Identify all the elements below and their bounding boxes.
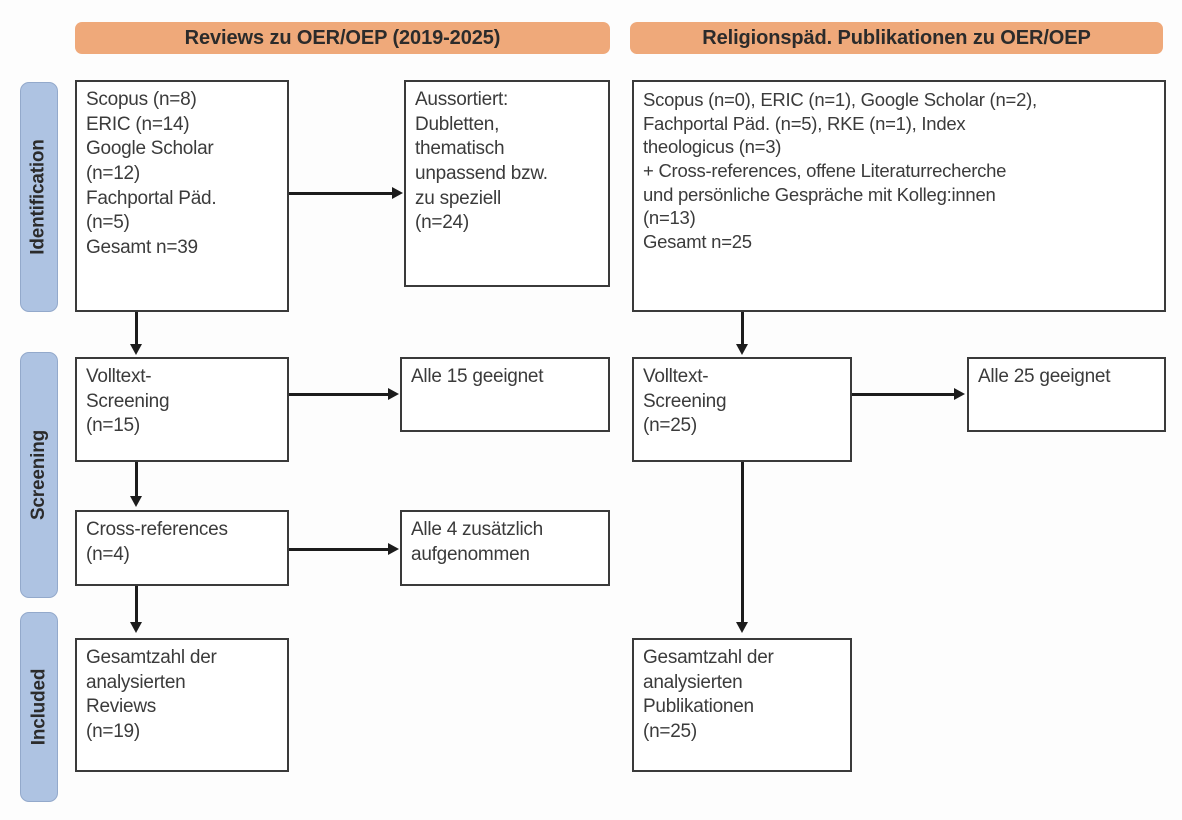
connector-reviews-identification-to-fulltext: [135, 312, 138, 346]
arrowhead-reviews-crossrefs-result: [388, 543, 399, 555]
arrowhead-publications-fulltext: [736, 344, 748, 355]
column-header-publications-label: Religionspäd. Publikationen zu OER/OEP: [702, 26, 1091, 49]
stage-label-included: Included: [28, 668, 50, 746]
box-reviews-fulltext-screening: Volltext- Screening (n=15): [75, 357, 289, 462]
box-reviews-crossreferences-result: Alle 4 zusätzlich aufgenommen: [400, 510, 610, 586]
connector-reviews-fulltext-to-result: [289, 393, 389, 396]
box-publications-included: Gesamtzahl der analysierten Publikatione…: [632, 638, 852, 772]
connector-reviews-crossrefs-to-included: [135, 586, 138, 624]
connector-reviews-fulltext-to-crossrefs: [135, 462, 138, 498]
box-reviews-identification: Scopus (n=8) ERIC (n=14) Google Scholar …: [75, 80, 289, 312]
arrowhead-reviews-excluded: [392, 187, 403, 199]
box-reviews-fulltext-result: Alle 15 geeignet: [400, 357, 610, 432]
connector-reviews-crossrefs-to-result: [289, 548, 389, 551]
arrowhead-reviews-included: [130, 622, 142, 633]
arrowhead-reviews-crossrefs: [130, 496, 142, 507]
connector-reviews-identification-to-excluded: [289, 192, 393, 195]
connector-publications-identification-to-fulltext: [741, 312, 744, 346]
stage-label-screening: Screening: [28, 429, 50, 521]
arrowhead-publications-fulltext-result: [954, 388, 965, 400]
box-publications-fulltext-result: Alle 25 geeignet: [967, 357, 1166, 432]
column-header-publications: Religionspäd. Publikationen zu OER/OEP: [630, 22, 1163, 54]
box-reviews-crossreferences: Cross-references (n=4): [75, 510, 289, 586]
column-header-reviews-label: Reviews zu OER/OEP (2019-2025): [184, 26, 501, 49]
arrowhead-reviews-fulltext-result: [388, 388, 399, 400]
box-reviews-excluded: Aussortiert: Dubletten, thematisch unpas…: [404, 80, 610, 287]
box-publications-fulltext-screening: Volltext- Screening (n=25): [632, 357, 852, 462]
stage-pill-identification: Identification: [20, 82, 58, 312]
arrowhead-reviews-fulltext: [130, 344, 142, 355]
connector-publications-fulltext-to-result: [852, 393, 955, 396]
arrowhead-publications-included: [736, 622, 748, 633]
connector-publications-fulltext-to-included: [741, 462, 744, 624]
stage-label-identification: Identification: [28, 139, 50, 255]
stage-pill-included: Included: [20, 612, 58, 802]
column-header-reviews: Reviews zu OER/OEP (2019-2025): [75, 22, 610, 54]
box-reviews-included: Gesamtzahl der analysierten Reviews (n=1…: [75, 638, 289, 772]
box-publications-identification: Scopus (n=0), ERIC (n=1), Google Scholar…: [632, 80, 1166, 312]
stage-pill-screening: Screening: [20, 352, 58, 598]
